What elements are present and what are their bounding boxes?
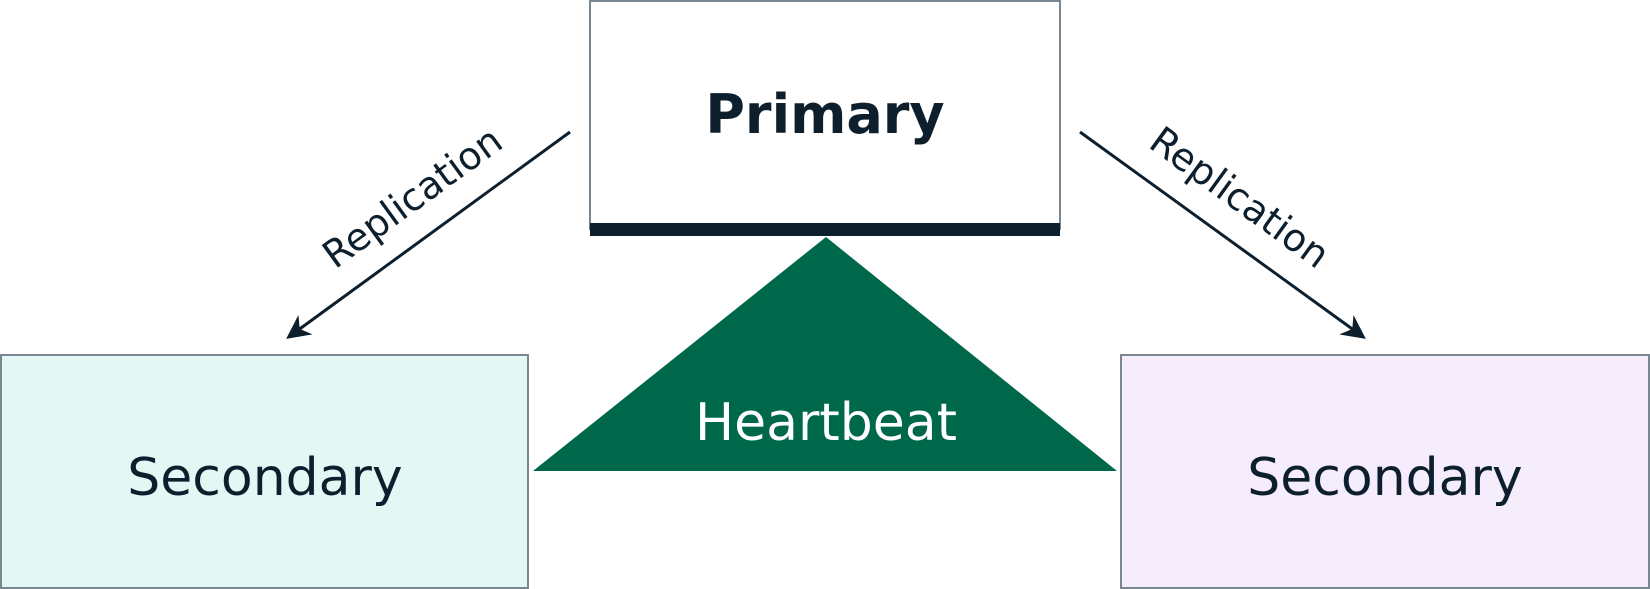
replication-arrow-left: Replication [286, 118, 571, 339]
primary-node: Primary [589, 0, 1061, 236]
secondary-node-left: Secondary [0, 354, 529, 589]
secondary-node-right: Secondary [1120, 354, 1650, 589]
secondary-right-label: Secondary [1247, 448, 1522, 508]
secondary-left-label: Secondary [127, 448, 402, 508]
heartbeat-triangle: Heartbeat [533, 237, 1117, 471]
primary-label: Primary [705, 83, 944, 146]
replication-arrow-right: Replication [1079, 118, 1366, 339]
heartbeat-label: Heartbeat [695, 393, 957, 453]
